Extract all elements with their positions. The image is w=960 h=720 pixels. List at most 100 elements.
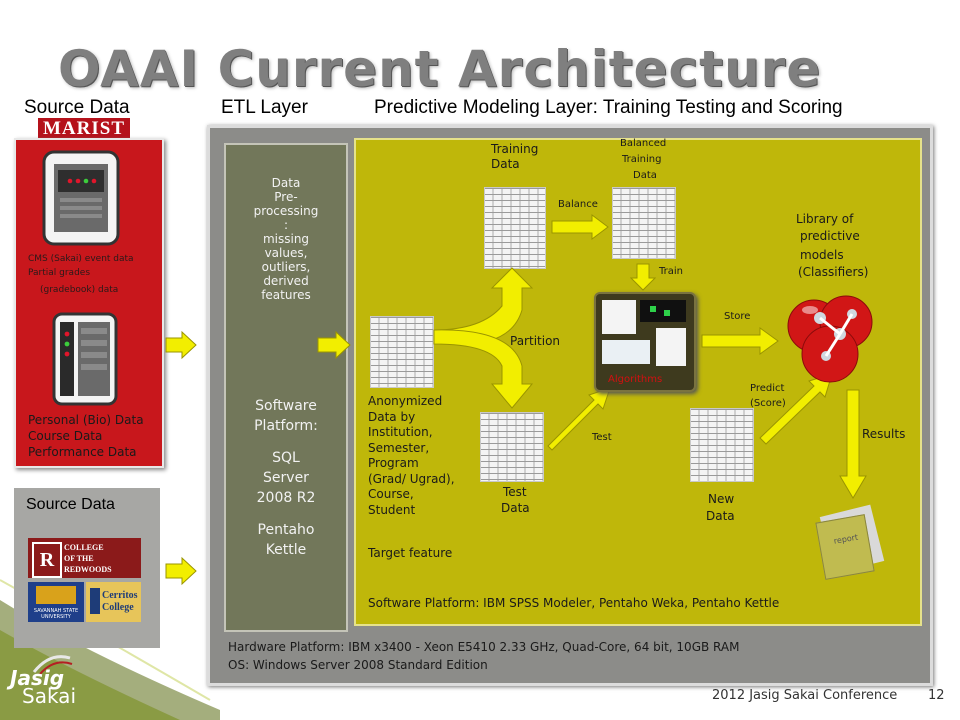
redwoods-line-2: OF THE [64,554,94,563]
tower-server-icon [52,312,118,406]
training-data-label-2: Data [491,157,520,171]
arrow-etl-to-modeling [317,330,351,360]
library-of-models-icon [787,295,873,383]
predict-label-1: Predict [750,383,785,394]
college-of-the-redwoods-logo: R COLLEGE OF THE REDWOODS [28,538,141,578]
etl-platform-line: Server [263,470,309,486]
algorithm-thumbnail-dark [640,300,686,322]
redwoods-line-1: COLLEGE [64,543,104,552]
training-data-table-icon [484,187,546,269]
sakai-logo-text: Sakai [22,684,76,708]
balance-label: Balance [558,199,598,210]
algorithms-box [594,292,696,392]
store-label: Store [724,311,751,322]
anonymized-line: (Grad/ Ugrad), [368,471,455,486]
balanced-training-data-table-icon [612,187,676,259]
marist-logo: MARIST [38,118,130,140]
etl-line: processing [253,204,319,218]
test-data-label-2: Data [501,501,530,515]
test-data-label-1: Test [503,485,527,499]
etl-platform-line: 2008 R2 [256,490,316,506]
predict-arrow [759,373,833,445]
test-data-table-icon [480,412,544,482]
cerritos-college-logo: Cerritos College [86,582,141,622]
etl-platform-line [226,508,346,520]
jasig-logo-text: Jasig [10,666,65,690]
etl-line: derived [263,274,309,288]
savannah-line-2: UNIVERSITY [41,614,71,620]
balance-arrow [551,214,609,240]
anonymized-line: Data by [368,409,416,424]
anonymized-line: Semester, [368,440,430,455]
test-arrow [547,387,611,451]
header-source-data-2: Source Data [26,496,115,513]
etl-line: values, [264,246,308,260]
anonymized-data-description: Anonymized Data by Institution, Semester… [368,394,455,518]
algorithm-thumbnail-tree [656,328,686,366]
etl-preprocessing-text: Data Pre- processing : missing values, o… [226,176,346,302]
test-label: Test [592,432,612,443]
os-platform: OS: Windows Server 2008 Standard Edition [228,658,488,672]
header-source-data: Source Data [24,97,130,118]
report-paper: report [815,514,875,580]
algorithm-thumbnail-scatter [602,300,636,334]
algorithm-thumbnail-chart [602,340,650,364]
algorithms-label: Algorithms [608,374,663,385]
etl-line: missing [262,232,310,246]
partition-label: Partition [510,334,561,348]
modeling-software-platform: Software Platform: IBM SPSS Modeler, Pen… [368,596,780,610]
course-data: Course Data [28,429,103,443]
anonymized-line: Institution, [368,425,433,439]
savannah-state-logo: SAVANNAH STATE UNIVERSITY [28,582,84,622]
cerritos-line-1: Cerritos [102,590,138,601]
personal-bio-data: Personal (Bio) Data [28,413,144,427]
target-feature-label: Target feature [368,546,453,560]
redwoods-line-3: REDWOODS [64,565,112,574]
page-number: 12 [928,688,945,703]
etl-line: outliers, [261,260,311,274]
etl-platform-text: Software Platform: SQL Server 2008 R2 Pe… [226,396,346,560]
etl-platform-line: Pentaho [257,522,315,538]
etl-line: : [283,218,289,232]
etl-line: Data [271,176,301,190]
header-etl-layer: ETL Layer [221,97,308,118]
etl-platform-line: SQL [272,450,300,466]
etl-platform-line: Platform: [254,418,318,434]
cms-event-data: CMS (Sakai) event data [28,254,134,264]
page-title: OAAI Current Architecture [58,40,822,98]
anonymized-line: Student [368,502,416,517]
etl-layer-panel [224,143,348,632]
header-predictive-layer: Predictive Modeling Layer: Training Test… [374,97,843,118]
anonymized-line: Anonymized [368,394,443,408]
anonymized-line: Program [368,456,419,470]
hardware-platform: Hardware Platform: IBM x3400 - Xeon E541… [228,640,740,654]
balanced-training-label-2: Training [622,154,662,165]
performance-data: Performance Data [28,445,137,459]
anonymized-data-table-icon [370,316,434,388]
store-arrow [701,327,779,355]
new-data-label-1: New [708,492,735,506]
etl-platform-line [226,436,346,448]
library-label-2: predictive [800,229,860,243]
etl-platform-line: Software [255,398,317,414]
server-icon [42,150,120,246]
new-data-label-2: Data [706,509,735,523]
balanced-training-label-1: Balanced [620,138,667,149]
train-label: Train [659,266,683,277]
predict-label-2: (Score) [750,398,786,409]
new-data-table-icon [690,408,754,482]
training-data-label-1: Training [491,142,539,156]
conference-footer: 2012 Jasig Sakai Conference [712,688,898,703]
etl-line: Pre- [274,190,298,204]
library-label-3: models [800,248,844,262]
partition-arrows [433,267,534,409]
library-label-4: (Classifiers) [798,265,869,279]
arrow-source-to-etl-1 [165,330,197,360]
results-arrow [839,389,867,499]
arrow-source-to-etl-2 [165,556,197,586]
savannah-line-1: SAVANNAH STATE [33,608,79,614]
balanced-training-label-3: Data [633,170,657,181]
library-label-1: Library of [796,212,854,226]
cerritos-line-2: College [102,602,134,613]
report-label: report [833,532,859,546]
